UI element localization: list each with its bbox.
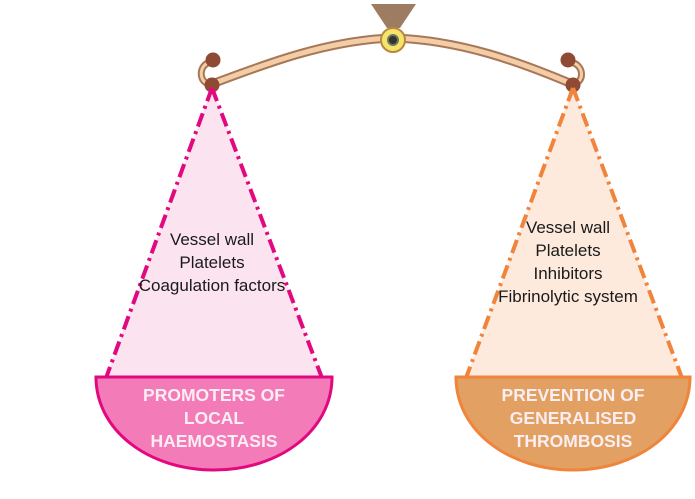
- left-pan-label: PROMOTERS OF: [143, 385, 285, 405]
- right-item: Vessel wall: [526, 218, 610, 237]
- scale-mount: [371, 4, 416, 28]
- left-item: Coagulation factors: [139, 276, 285, 295]
- right-pan-label: GENERALISED: [510, 408, 636, 428]
- left-pan-cone: [106, 88, 322, 378]
- right-item: Fibrinolytic system: [498, 287, 638, 306]
- right-pan-label: PREVENTION OF: [502, 385, 645, 405]
- left-item: Vessel wall: [170, 230, 254, 249]
- right-item: Inhibitors: [534, 264, 603, 283]
- left-pan-label: HAEMOSTASIS: [150, 431, 277, 451]
- left-pan-bowl: [94, 375, 334, 472]
- left-pan-label: LOCAL: [184, 408, 245, 428]
- right-pan-cone: [466, 88, 682, 378]
- right-pan-bowl: [454, 375, 692, 472]
- right-pan-label: THROMBOSIS: [514, 431, 633, 451]
- right-item: Platelets: [535, 241, 600, 260]
- left-item: Platelets: [179, 253, 244, 272]
